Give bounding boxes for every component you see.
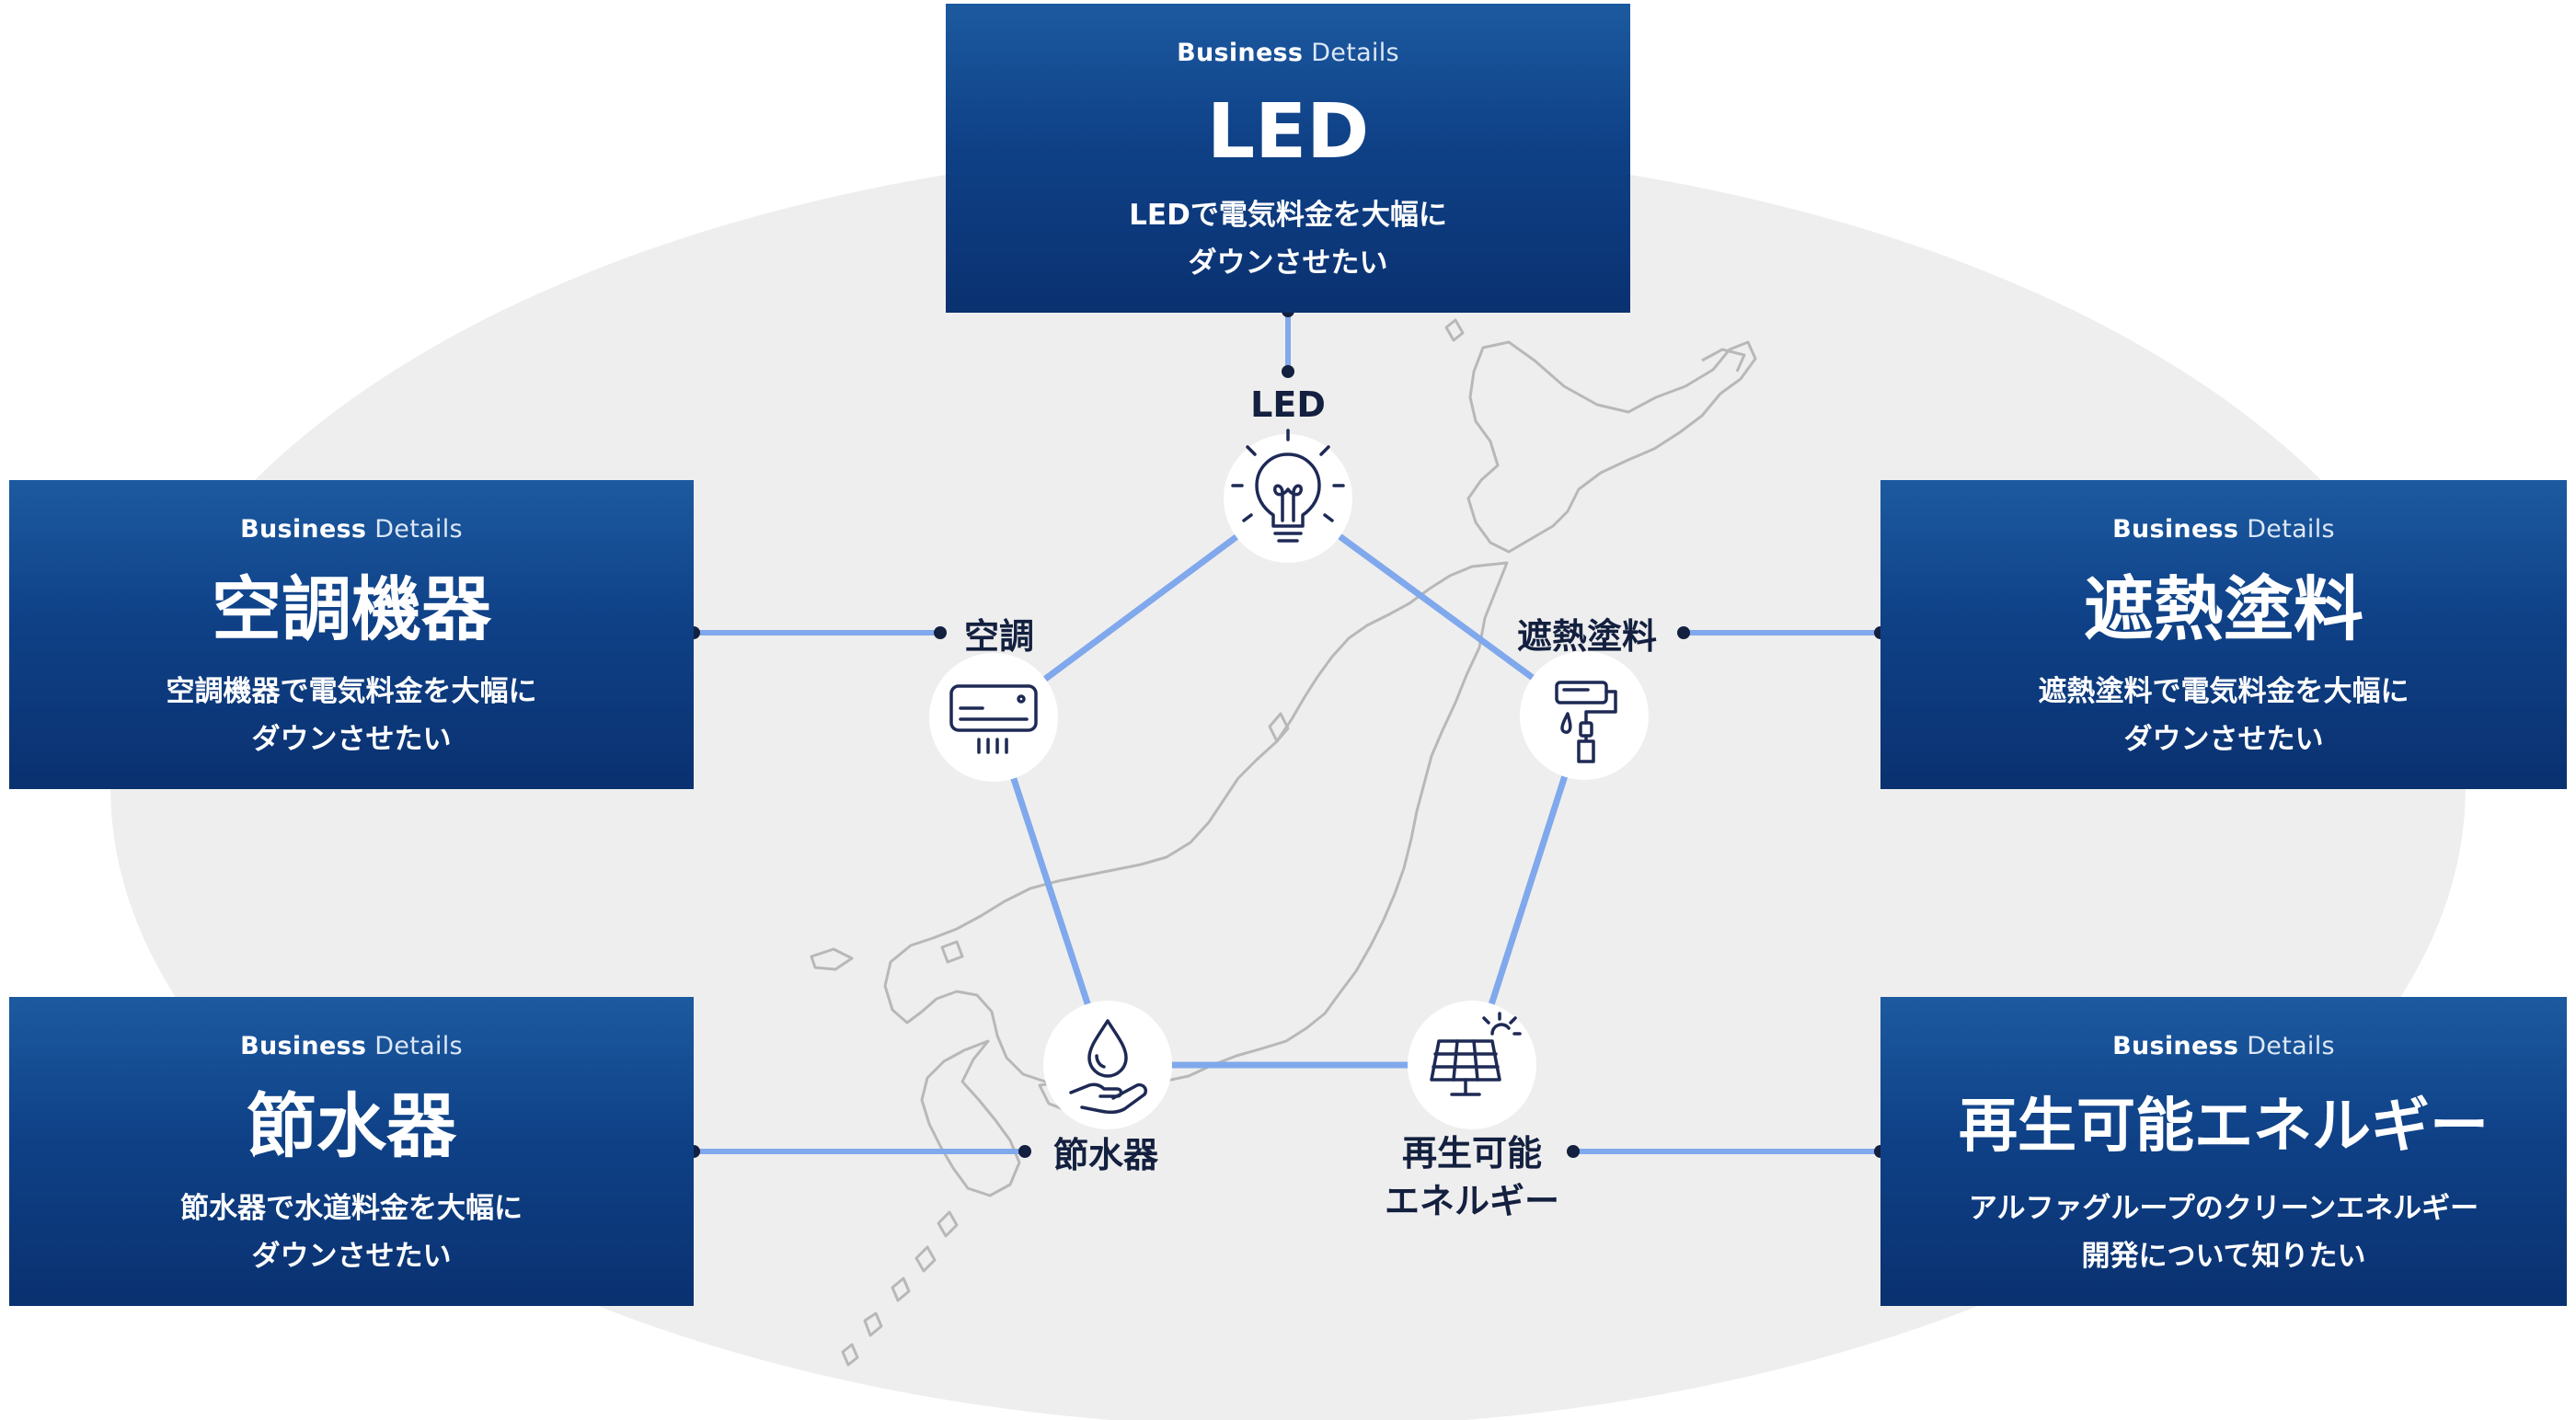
water-drop-hand-icon — [1069, 1019, 1148, 1115]
card-water-desc: 節水器で水道料金を大幅に ダウンさせたい — [180, 1192, 523, 1273]
light-bulb-icon — [1231, 429, 1345, 543]
node-label-aircon: 空調 — [963, 616, 1034, 657]
node-label-renewable: 再生可能 エネルギー — [1362, 1129, 1582, 1225]
card-paint[interactable]: Business Details 遮熱塗料 遮熱塗料で電気料金を大幅に ダウンさ… — [1880, 480, 2567, 789]
node-label-paint: 遮熱塗料 — [1516, 616, 1657, 657]
card-led-desc: LEDで電気料金を大幅に ダウンさせたい — [1129, 199, 1447, 280]
paint-roller-icon — [1555, 681, 1617, 763]
card-renewable-title: 再生可能エネルギー — [1959, 1093, 2489, 1161]
card-connectors — [694, 309, 1880, 1154]
card-paint-title: 遮熱塗料 — [2084, 568, 2363, 650]
dot-water-right — [1018, 1145, 1031, 1158]
card-aircon-desc: 空調機器で電気料金を大幅に ダウンさせたい — [166, 675, 537, 756]
card-renewable[interactable]: Business Details 再生可能エネルギー アルファグループのクリーン… — [1880, 997, 2567, 1306]
dot-aircon-right — [934, 626, 947, 639]
card-paint-desc: 遮熱塗料で電気料金を大幅に ダウンさせたい — [2038, 675, 2409, 756]
solar-panel-icon — [1430, 1012, 1522, 1096]
card-aircon[interactable]: Business Details 空調機器 空調機器で電気料金を大幅に ダウンさ… — [9, 480, 694, 789]
card-water[interactable]: Business Details 節水器 節水器で水道料金を大幅に ダウンさせた… — [9, 997, 694, 1306]
node-label-renewable-line1: 再生可能 — [1401, 1133, 1542, 1174]
dot-led-bottom — [1282, 365, 1294, 378]
dot-renewable-left — [1567, 1145, 1580, 1158]
card-water-eyebrow: Business Details — [240, 1032, 463, 1060]
node-label-renewable-line2: エネルギー — [1384, 1181, 1559, 1221]
background-ellipse — [110, 147, 2466, 1420]
air-conditioner-icon — [949, 684, 1038, 754]
card-water-title: 節水器 — [247, 1085, 456, 1167]
dot-paint-left — [1677, 626, 1690, 639]
card-led-eyebrow: Business Details — [1177, 39, 1399, 67]
card-aircon-eyebrow: Business Details — [240, 515, 463, 544]
node-label-water: 節水器 — [1052, 1135, 1158, 1175]
card-led-title: LED — [1206, 88, 1370, 176]
japan-map-outline — [810, 318, 1757, 1367]
card-renewable-desc: アルファグループのクリーンエネルギー 開発について知りたい — [1968, 1192, 2479, 1273]
card-paint-eyebrow: Business Details — [2112, 515, 2335, 544]
card-aircon-title: 空調機器 — [212, 568, 491, 650]
card-renewable-eyebrow: Business Details — [2112, 1032, 2335, 1060]
card-led[interactable]: Business Details LED LEDで電気料金を大幅に ダウンさせた… — [946, 4, 1630, 313]
node-label-led: LED — [1250, 384, 1326, 425]
